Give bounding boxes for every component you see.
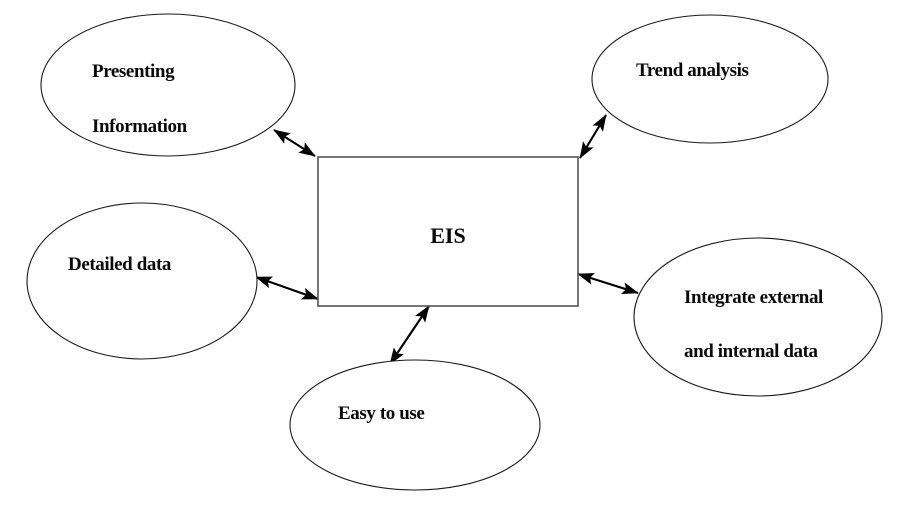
easy-to-use-ellipse bbox=[289, 359, 541, 491]
connector-integrate-external bbox=[577, 272, 639, 295]
detailed-data-label: Detailed data bbox=[68, 254, 172, 275]
node-trend-analysis[interactable]: Trend analysis bbox=[591, 14, 829, 144]
node-presenting-information[interactable]: Presenting Information bbox=[40, 13, 296, 157]
eis-box-label: EIS bbox=[430, 223, 465, 248]
node-easy-to-use[interactable]: Easy to use bbox=[289, 359, 541, 491]
connector-easy-to-use bbox=[389, 305, 430, 365]
integrate-external-label-line2: and internal data bbox=[684, 341, 819, 362]
eis-box-shape bbox=[317, 156, 579, 307]
presenting-information-label-line2: Information bbox=[92, 116, 188, 137]
connector-trend-analysis bbox=[579, 114, 607, 159]
connector-detailed-data bbox=[255, 276, 319, 300]
presenting-information-ellipse bbox=[40, 13, 296, 157]
connector-presenting-information bbox=[273, 129, 316, 157]
node-integrate-external-and-internal-data[interactable]: Integrate external and internal data bbox=[633, 237, 883, 397]
node-detailed-data[interactable]: Detailed data bbox=[26, 202, 258, 360]
integrate-external-label-line1: Integrate external bbox=[684, 287, 823, 308]
trend-analysis-label: Trend analysis bbox=[636, 60, 748, 81]
trend-analysis-ellipse bbox=[591, 14, 829, 144]
presenting-information-label-line1: Presenting bbox=[92, 61, 175, 82]
integrate-external-ellipse bbox=[633, 237, 883, 397]
connector-group bbox=[255, 114, 639, 365]
detailed-data-ellipse bbox=[26, 202, 258, 360]
eis-box-node[interactable]: EIS bbox=[317, 156, 579, 307]
easy-to-use-label: Easy to use bbox=[338, 403, 424, 424]
